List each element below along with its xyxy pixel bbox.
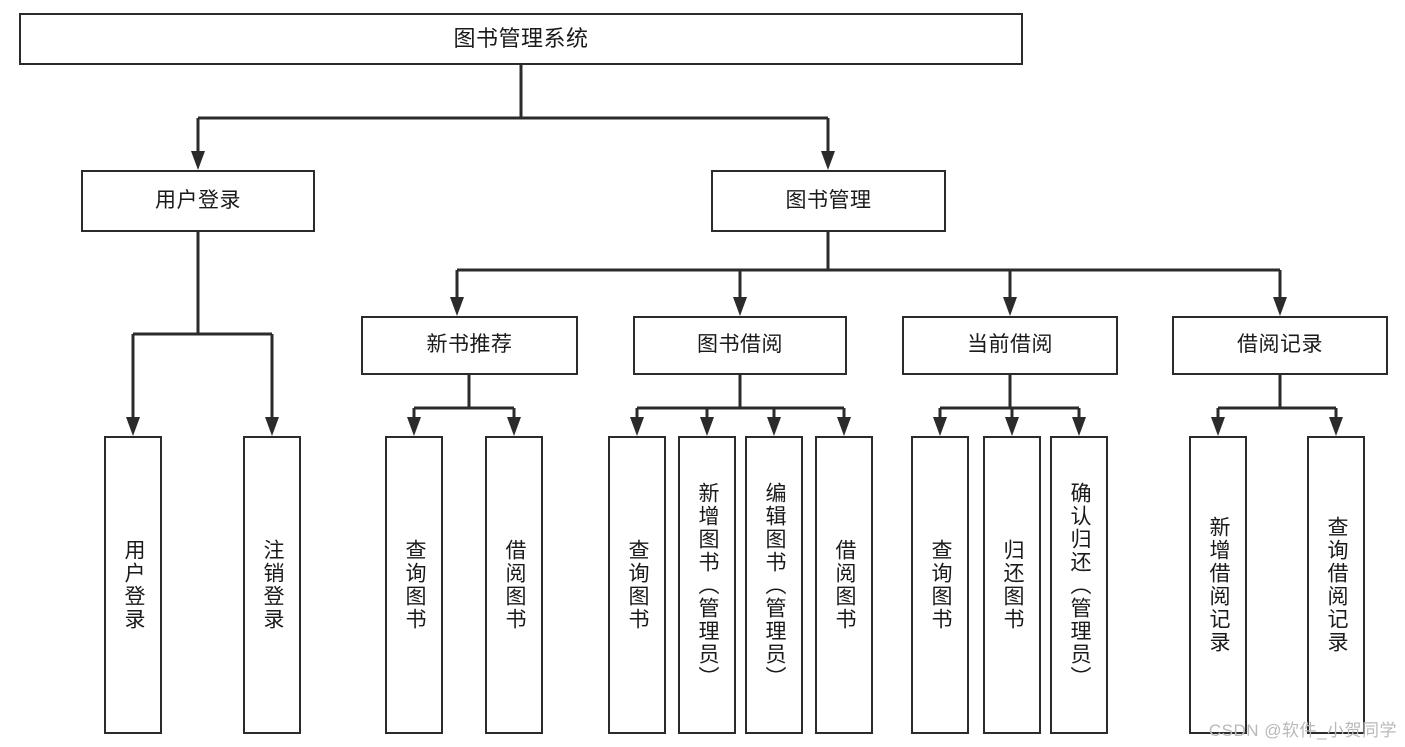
node-leaf-recommend-query-book[interactable]: 查询图书 — [385, 436, 443, 734]
node-leaf-borrow-add-book[interactable]: 新增图书（管理员） — [678, 436, 736, 734]
node-label: 查询图书 — [403, 539, 427, 631]
csdn-watermark: CSDN @软件_小贺同学 — [1208, 721, 1397, 740]
node-label: 图书管理 — [785, 188, 872, 212]
node-leaf-current-return-book[interactable]: 归还图书 — [983, 436, 1041, 734]
node-book-borrow[interactable]: 图书借阅 — [633, 316, 847, 375]
node-leaf-borrow-edit-book[interactable]: 编辑图书（管理员） — [745, 436, 803, 734]
node-label: 新增图书（管理员） — [696, 481, 720, 689]
node-new-book-recommend[interactable]: 新书推荐 — [361, 316, 578, 375]
node-current-borrow[interactable]: 当前借阅 — [902, 316, 1118, 375]
node-leaf-user-logout[interactable]: 注销登录 — [243, 436, 301, 734]
node-label: 查询借阅记录 — [1325, 516, 1349, 654]
node-label: 查询图书 — [626, 539, 650, 631]
node-label: 编辑图书（管理员） — [763, 481, 787, 689]
node-label: 借阅图书 — [833, 539, 857, 631]
node-leaf-borrow-lend-book[interactable]: 借阅图书 — [815, 436, 873, 734]
node-label: 当前借阅 — [967, 333, 1053, 357]
node-label: 图书借阅 — [697, 333, 783, 357]
node-borrow-record[interactable]: 借阅记录 — [1172, 316, 1388, 375]
node-label: 新书推荐 — [426, 333, 513, 357]
node-user-login[interactable]: 用户登录 — [81, 170, 315, 232]
node-leaf-record-query[interactable]: 查询借阅记录 — [1307, 436, 1365, 734]
node-leaf-record-add[interactable]: 新增借阅记录 — [1189, 436, 1247, 734]
node-label: 新增借阅记录 — [1207, 516, 1231, 654]
node-label: 用户登录 — [122, 539, 146, 631]
node-label: 注销登录 — [261, 539, 285, 631]
node-leaf-current-confirm-return[interactable]: 确认归还（管理员） — [1050, 436, 1108, 734]
node-book-management[interactable]: 图书管理 — [711, 170, 946, 232]
node-label: 用户登录 — [155, 188, 241, 212]
node-label: 查询图书 — [929, 539, 953, 631]
node-leaf-recommend-borrow-book[interactable]: 借阅图书 — [485, 436, 543, 734]
node-label: 借阅记录 — [1237, 333, 1323, 357]
node-label: 归还图书 — [1001, 539, 1025, 631]
node-leaf-current-query-book[interactable]: 查询图书 — [911, 436, 969, 734]
node-label: 图书管理系统 — [453, 26, 589, 52]
node-label: 确认归还（管理员） — [1068, 481, 1092, 689]
node-label: 借阅图书 — [503, 539, 527, 631]
node-root-system[interactable]: 图书管理系统 — [19, 13, 1023, 65]
node-leaf-borrow-query-book[interactable]: 查询图书 — [608, 436, 666, 734]
node-leaf-user-login[interactable]: 用户登录 — [104, 436, 162, 734]
